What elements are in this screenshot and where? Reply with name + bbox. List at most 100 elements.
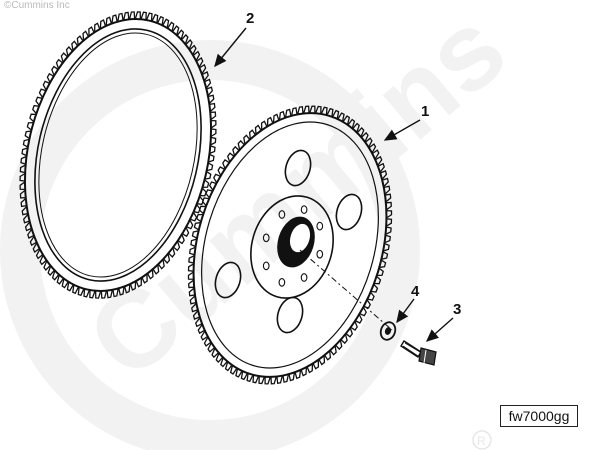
gear-tooth <box>27 228 35 239</box>
gear-tooth <box>190 238 198 248</box>
gear-tooth <box>217 166 226 176</box>
ring-gear <box>19 11 217 299</box>
gear-tooth <box>124 284 131 294</box>
bolt-hole <box>300 205 308 215</box>
gear-tooth <box>19 164 26 174</box>
gear-tooth <box>76 35 84 46</box>
gear-tooth <box>356 127 365 138</box>
bolt-hole <box>316 221 324 231</box>
gear-tooth <box>210 128 217 138</box>
bolt-hole <box>262 261 270 271</box>
gear-tooth <box>254 124 262 135</box>
gear-tooth <box>272 113 280 123</box>
gear-tooth <box>195 317 203 328</box>
gear-tooth <box>176 29 185 40</box>
gear-tooth <box>47 265 55 277</box>
gear-tooth <box>112 288 119 298</box>
gear-tooth <box>188 287 196 297</box>
gear-tooth <box>200 330 209 341</box>
gear-tooth <box>42 80 50 91</box>
gear-tooth <box>189 295 197 305</box>
gear-tooth <box>381 251 389 260</box>
gear-tooth <box>377 162 385 173</box>
gear-tooth <box>312 359 320 370</box>
gear-tooth <box>134 11 142 20</box>
gear-tooth <box>345 327 354 338</box>
gear-tooth <box>371 149 380 160</box>
gear-tooth <box>29 235 37 247</box>
gear-tooth <box>335 339 343 351</box>
gear-tooth <box>243 134 251 145</box>
gear-tooth <box>128 11 136 20</box>
gear-tooth <box>207 342 216 353</box>
gear-tooth <box>89 290 96 299</box>
gear-tooth <box>324 350 332 361</box>
gear-tooth <box>55 58 64 70</box>
gear-tooth <box>276 375 283 384</box>
gear-tooth <box>381 177 389 188</box>
gear-tooth <box>205 189 213 199</box>
gear-tooth <box>188 279 195 289</box>
gear-tooth <box>222 159 230 169</box>
gear-tooth <box>229 365 238 375</box>
gear-tooth <box>211 347 220 359</box>
gear-tooth <box>235 368 243 378</box>
gear-tooth <box>65 46 73 57</box>
gear-tooth <box>71 40 79 51</box>
gear-tooth <box>163 253 171 264</box>
gear-tooth <box>260 120 268 131</box>
gear-tooth <box>32 104 40 114</box>
gear-tooth <box>232 145 240 157</box>
gear-tooth <box>284 108 292 118</box>
gear-tooth <box>19 181 26 191</box>
gear-tooth <box>215 352 224 363</box>
bolt-hole <box>278 277 286 287</box>
gear-tooth <box>237 139 245 151</box>
gear-tooth <box>72 284 80 295</box>
gear-tooth <box>367 291 375 301</box>
gear-tooth <box>22 138 30 148</box>
gear-tooth <box>38 88 47 99</box>
gear-tooth <box>196 213 204 223</box>
gear-tooth <box>51 65 59 76</box>
gear-tooth <box>264 376 271 385</box>
gear-tooth <box>252 374 260 384</box>
callout-leader-4 <box>396 298 415 324</box>
lightening-hole <box>214 261 242 299</box>
gear-tooth <box>376 267 384 277</box>
gear-tooth <box>209 145 216 155</box>
gear-tooth <box>326 107 334 117</box>
gear-tooth <box>177 234 185 245</box>
gear-tooth <box>314 105 322 114</box>
gear-tooth <box>123 11 130 21</box>
gear-tooth <box>191 230 199 239</box>
gear-tooth <box>151 13 159 24</box>
gear-tooth <box>20 155 27 165</box>
gear-tooth <box>94 22 101 33</box>
gear-tooth <box>32 242 40 253</box>
gear-tooth <box>26 121 34 131</box>
gear-tooth <box>77 286 85 297</box>
gear-tooth <box>208 181 217 191</box>
gear-tooth <box>240 371 249 381</box>
figure-code: fw7000gg <box>500 405 578 427</box>
gear-tooth <box>35 248 44 260</box>
gear-tooth <box>206 162 214 172</box>
gear-tooth <box>82 30 90 41</box>
gear-tooth <box>303 105 310 114</box>
gear-tooth <box>60 52 68 63</box>
hub-bolt-holes <box>262 205 324 287</box>
gear-tooth <box>196 57 204 68</box>
gear-tooth <box>352 122 360 133</box>
callout-leader-1 <box>383 119 421 141</box>
gear-tooth <box>193 204 201 214</box>
gear-tooth <box>83 288 91 298</box>
gear-tooth <box>210 111 217 121</box>
gear-tooth <box>374 155 383 166</box>
gear-tooth <box>258 376 266 385</box>
gear-tooth <box>146 269 154 280</box>
gear-tooth <box>207 94 215 105</box>
gear-tooth <box>189 211 198 222</box>
gear-tooth <box>106 289 113 299</box>
gear-tooth <box>94 290 102 299</box>
